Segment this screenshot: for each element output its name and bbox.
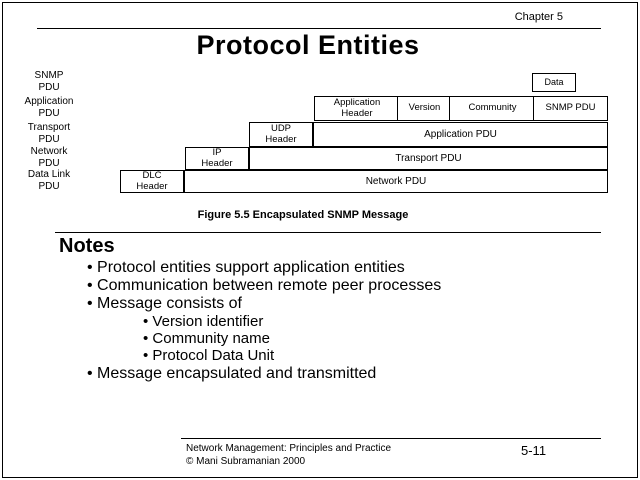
box-network-pdu: Network PDU xyxy=(184,170,608,193)
note-sub-bullet-3: Protocol Data Unit xyxy=(143,347,274,364)
box-snmp-pdu: SNMP PDU xyxy=(533,96,608,121)
box-version: Version xyxy=(397,96,452,121)
note-bullet-4: Message encapsulated and transmitted xyxy=(87,365,376,383)
row-label-transport-pdu: Transport PDU xyxy=(27,122,71,145)
header-rule xyxy=(37,28,601,29)
row-label-datalink-pdu: Data Link PDU xyxy=(27,169,71,192)
footer-line-2: © Mani Subramanian 2000 xyxy=(186,456,306,467)
box-community: Community xyxy=(449,96,536,121)
footer-line-1: Network Management: Principles and Pract… xyxy=(186,443,392,454)
footer-credit: Network Management: Principles and Pract… xyxy=(186,442,391,468)
box-application-header: Application Header xyxy=(314,96,400,121)
page-number: 5-11 xyxy=(521,443,547,458)
slide-title: Protocol Entities xyxy=(196,30,420,60)
note-bullet-3: Message consists of xyxy=(87,295,242,313)
encapsulation-diagram: SNMP PDU Application PDU Transport PDU N… xyxy=(3,3,637,477)
box-transport-pdu: Transport PDU xyxy=(249,147,608,170)
note-bullet-2: Communication between remote peer proces… xyxy=(87,277,441,295)
row-label-snmp-pdu: SNMP PDU xyxy=(34,70,64,93)
note-bullet-1: Protocol entities support application en… xyxy=(87,259,405,277)
notes-rule xyxy=(55,232,601,233)
box-data: Data xyxy=(532,73,576,92)
footer-rule xyxy=(181,438,601,439)
box-dlc-header: DLC Header xyxy=(120,170,184,193)
notes-title: Notes xyxy=(59,235,115,257)
box-application-pdu: Application PDU xyxy=(313,122,608,147)
box-udp-header: UDP Header xyxy=(249,122,313,147)
note-sub-bullet-2: Community name xyxy=(143,330,270,347)
row-label-network-pdu: Network PDU xyxy=(30,146,68,169)
row-label-application-pdu: Application PDU xyxy=(24,96,74,119)
figure-caption: Figure 5.5 Encapsulated SNMP Message xyxy=(197,209,409,221)
note-sub-bullet-1: Version identifier xyxy=(143,313,263,330)
chapter-label: Chapter 5 xyxy=(514,11,563,23)
box-ip-header: IP Header xyxy=(185,147,249,170)
